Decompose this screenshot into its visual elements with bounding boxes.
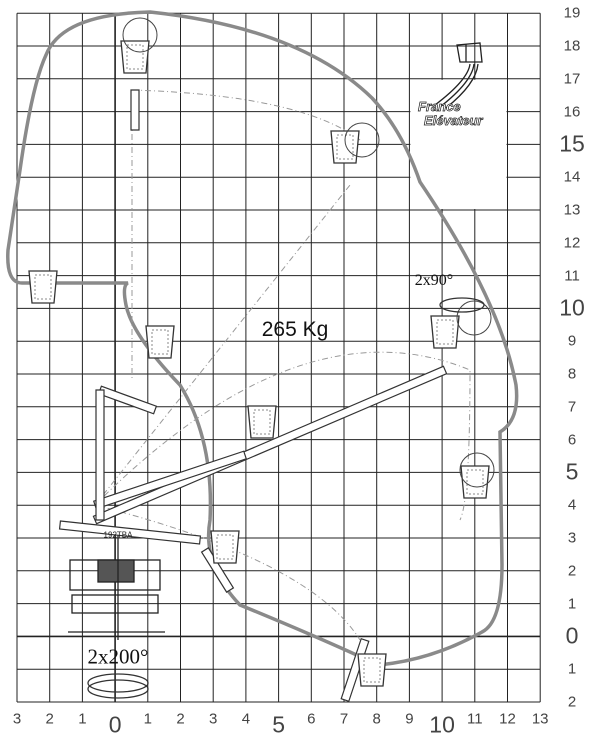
height-tick-label: 5	[565, 458, 579, 485]
platform-basket	[120, 40, 150, 74]
platform-basket	[357, 653, 387, 687]
platform-basket	[145, 325, 175, 359]
height-tick-label: 10	[559, 294, 585, 321]
rotation-arrow-turret	[87, 673, 149, 699]
height-tick-label: 11	[564, 267, 580, 285]
height-tick-label: 0	[565, 622, 579, 649]
height-tick-label: 1	[567, 660, 577, 678]
logo-icon	[434, 42, 483, 109]
basket-inner-outline	[216, 534, 234, 560]
machine-chassis	[68, 530, 165, 640]
reach-tick-label: 1	[78, 710, 87, 728]
reach-tick-label: 11	[467, 710, 483, 728]
boom-section	[58, 520, 202, 545]
logo-text-line2: Elévateur	[424, 113, 483, 128]
height-tick-label: 9	[567, 332, 577, 350]
brand-logo: France Elévateur	[418, 99, 483, 128]
basket-rotation-circle	[122, 17, 158, 53]
turret-rotation-label: 2x200°	[87, 644, 149, 669]
basket-inner-outline	[336, 134, 354, 160]
reach-tick-label: 5	[272, 711, 285, 738]
load-capacity-label: 265 Kg	[261, 318, 329, 341]
height-tick-label: 12	[563, 234, 581, 252]
boom-section	[92, 365, 448, 525]
reach-tick-label: 7	[339, 710, 349, 728]
height-tick-label: 3	[567, 529, 577, 547]
grid	[16, 12, 541, 703]
basket-inner-outline	[466, 469, 484, 495]
platform-basket	[460, 465, 490, 499]
height-tick-label: 16	[563, 103, 581, 121]
boom-section	[92, 450, 248, 510]
height-tick-label: 6	[567, 431, 577, 449]
basket-inner-outline	[363, 657, 381, 683]
platform-basket	[210, 530, 240, 564]
height-tick-label: 19	[563, 4, 581, 22]
platform-basket	[430, 315, 460, 349]
basket-positions	[28, 17, 495, 687]
platform-basket	[247, 405, 277, 439]
basket-inner-outline	[126, 44, 144, 70]
basket-inner-outline	[151, 329, 169, 355]
height-tick-label: 4	[567, 496, 577, 514]
boom-section	[95, 389, 105, 521]
reach-tick-label: 3	[209, 710, 218, 728]
basket-inner-outline	[34, 274, 52, 300]
basket-inner-outline	[436, 319, 454, 345]
platform-basket	[28, 270, 58, 304]
rotation-arrow-basket	[439, 297, 485, 313]
basket-rotation-circle	[344, 122, 380, 158]
height-tick-label: 7	[567, 398, 577, 416]
basket-rotation-label: 2x90°	[414, 272, 454, 289]
logo-panel	[410, 79, 507, 209]
height-tick-label: 18	[563, 37, 581, 55]
height-tick-label: 17	[563, 70, 581, 88]
height-tick-label: 2	[567, 562, 577, 580]
reach-tick-label: 9	[405, 710, 414, 728]
reach-tick-label: 8	[372, 710, 381, 728]
reach-tick-label: 3	[12, 710, 22, 728]
boom-section	[130, 89, 140, 131]
machine-model-label: 192TBA	[103, 530, 133, 540]
height-tick-label: 14	[563, 168, 581, 186]
reach-tick-label: 12	[499, 710, 516, 728]
logo-text-line1: France	[418, 99, 461, 114]
reach-tick-label: 6	[307, 710, 316, 728]
reach-tick-label: 1	[143, 710, 152, 728]
basket-rotation-circle	[459, 452, 495, 488]
height-tick-label: 13	[563, 201, 581, 219]
boom-section	[200, 547, 235, 593]
reach-tick-label: 4	[241, 710, 251, 728]
reach-tick-label: 2	[45, 710, 54, 728]
height-tick-label: 15	[559, 130, 585, 157]
reach-tick-label: 13	[531, 710, 549, 728]
reach-tick-label: 2	[176, 710, 185, 728]
height-tick-label: 8	[567, 365, 577, 383]
reach-tick-label: 0	[108, 711, 122, 738]
platform-basket	[330, 130, 360, 164]
basket-inner-outline	[253, 409, 271, 435]
height-tick-label: 1	[567, 595, 577, 613]
reach-tick-label: 10	[429, 711, 455, 738]
height-tick-label: 2	[567, 693, 577, 711]
basket-rotation-circle	[456, 300, 492, 336]
